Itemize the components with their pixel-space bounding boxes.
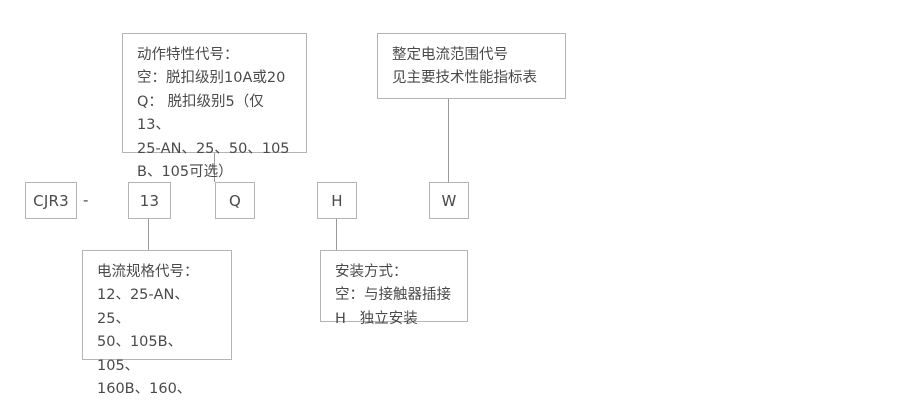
note-action-characteristic: 动作特性代号： 空：脱扣级别10A或20 Q： 脱扣级别5（仅13、 25-AN… xyxy=(122,33,307,180)
connector-range-note-to-w-box xyxy=(448,99,449,182)
model-code-box-mount-type[interactable]: H xyxy=(317,182,357,219)
note-mount-type: 安装方式： 空：与接触器插接 H 独立安装 xyxy=(320,250,468,327)
model-code-box-current-range[interactable]: W xyxy=(429,182,469,219)
connector-13-box-to-spec-note xyxy=(148,219,149,250)
model-code-box-series[interactable]: CJR3 xyxy=(25,182,77,219)
connector-h-box-to-mount-note xyxy=(336,219,337,250)
note-current-range: 整定电流范围代号 见主要技术性能指标表 xyxy=(377,33,566,99)
note-current-spec: 电流规格代号： 12、25-AN、25、 50、105B、105、 160B、1… xyxy=(82,250,232,397)
model-code-separator-dash: - xyxy=(83,191,89,209)
connector-action-note-to-q-box xyxy=(214,153,215,182)
model-code-box-current-spec[interactable]: 13 xyxy=(128,182,171,219)
model-code-box-action-characteristic[interactable]: Q xyxy=(215,182,255,219)
